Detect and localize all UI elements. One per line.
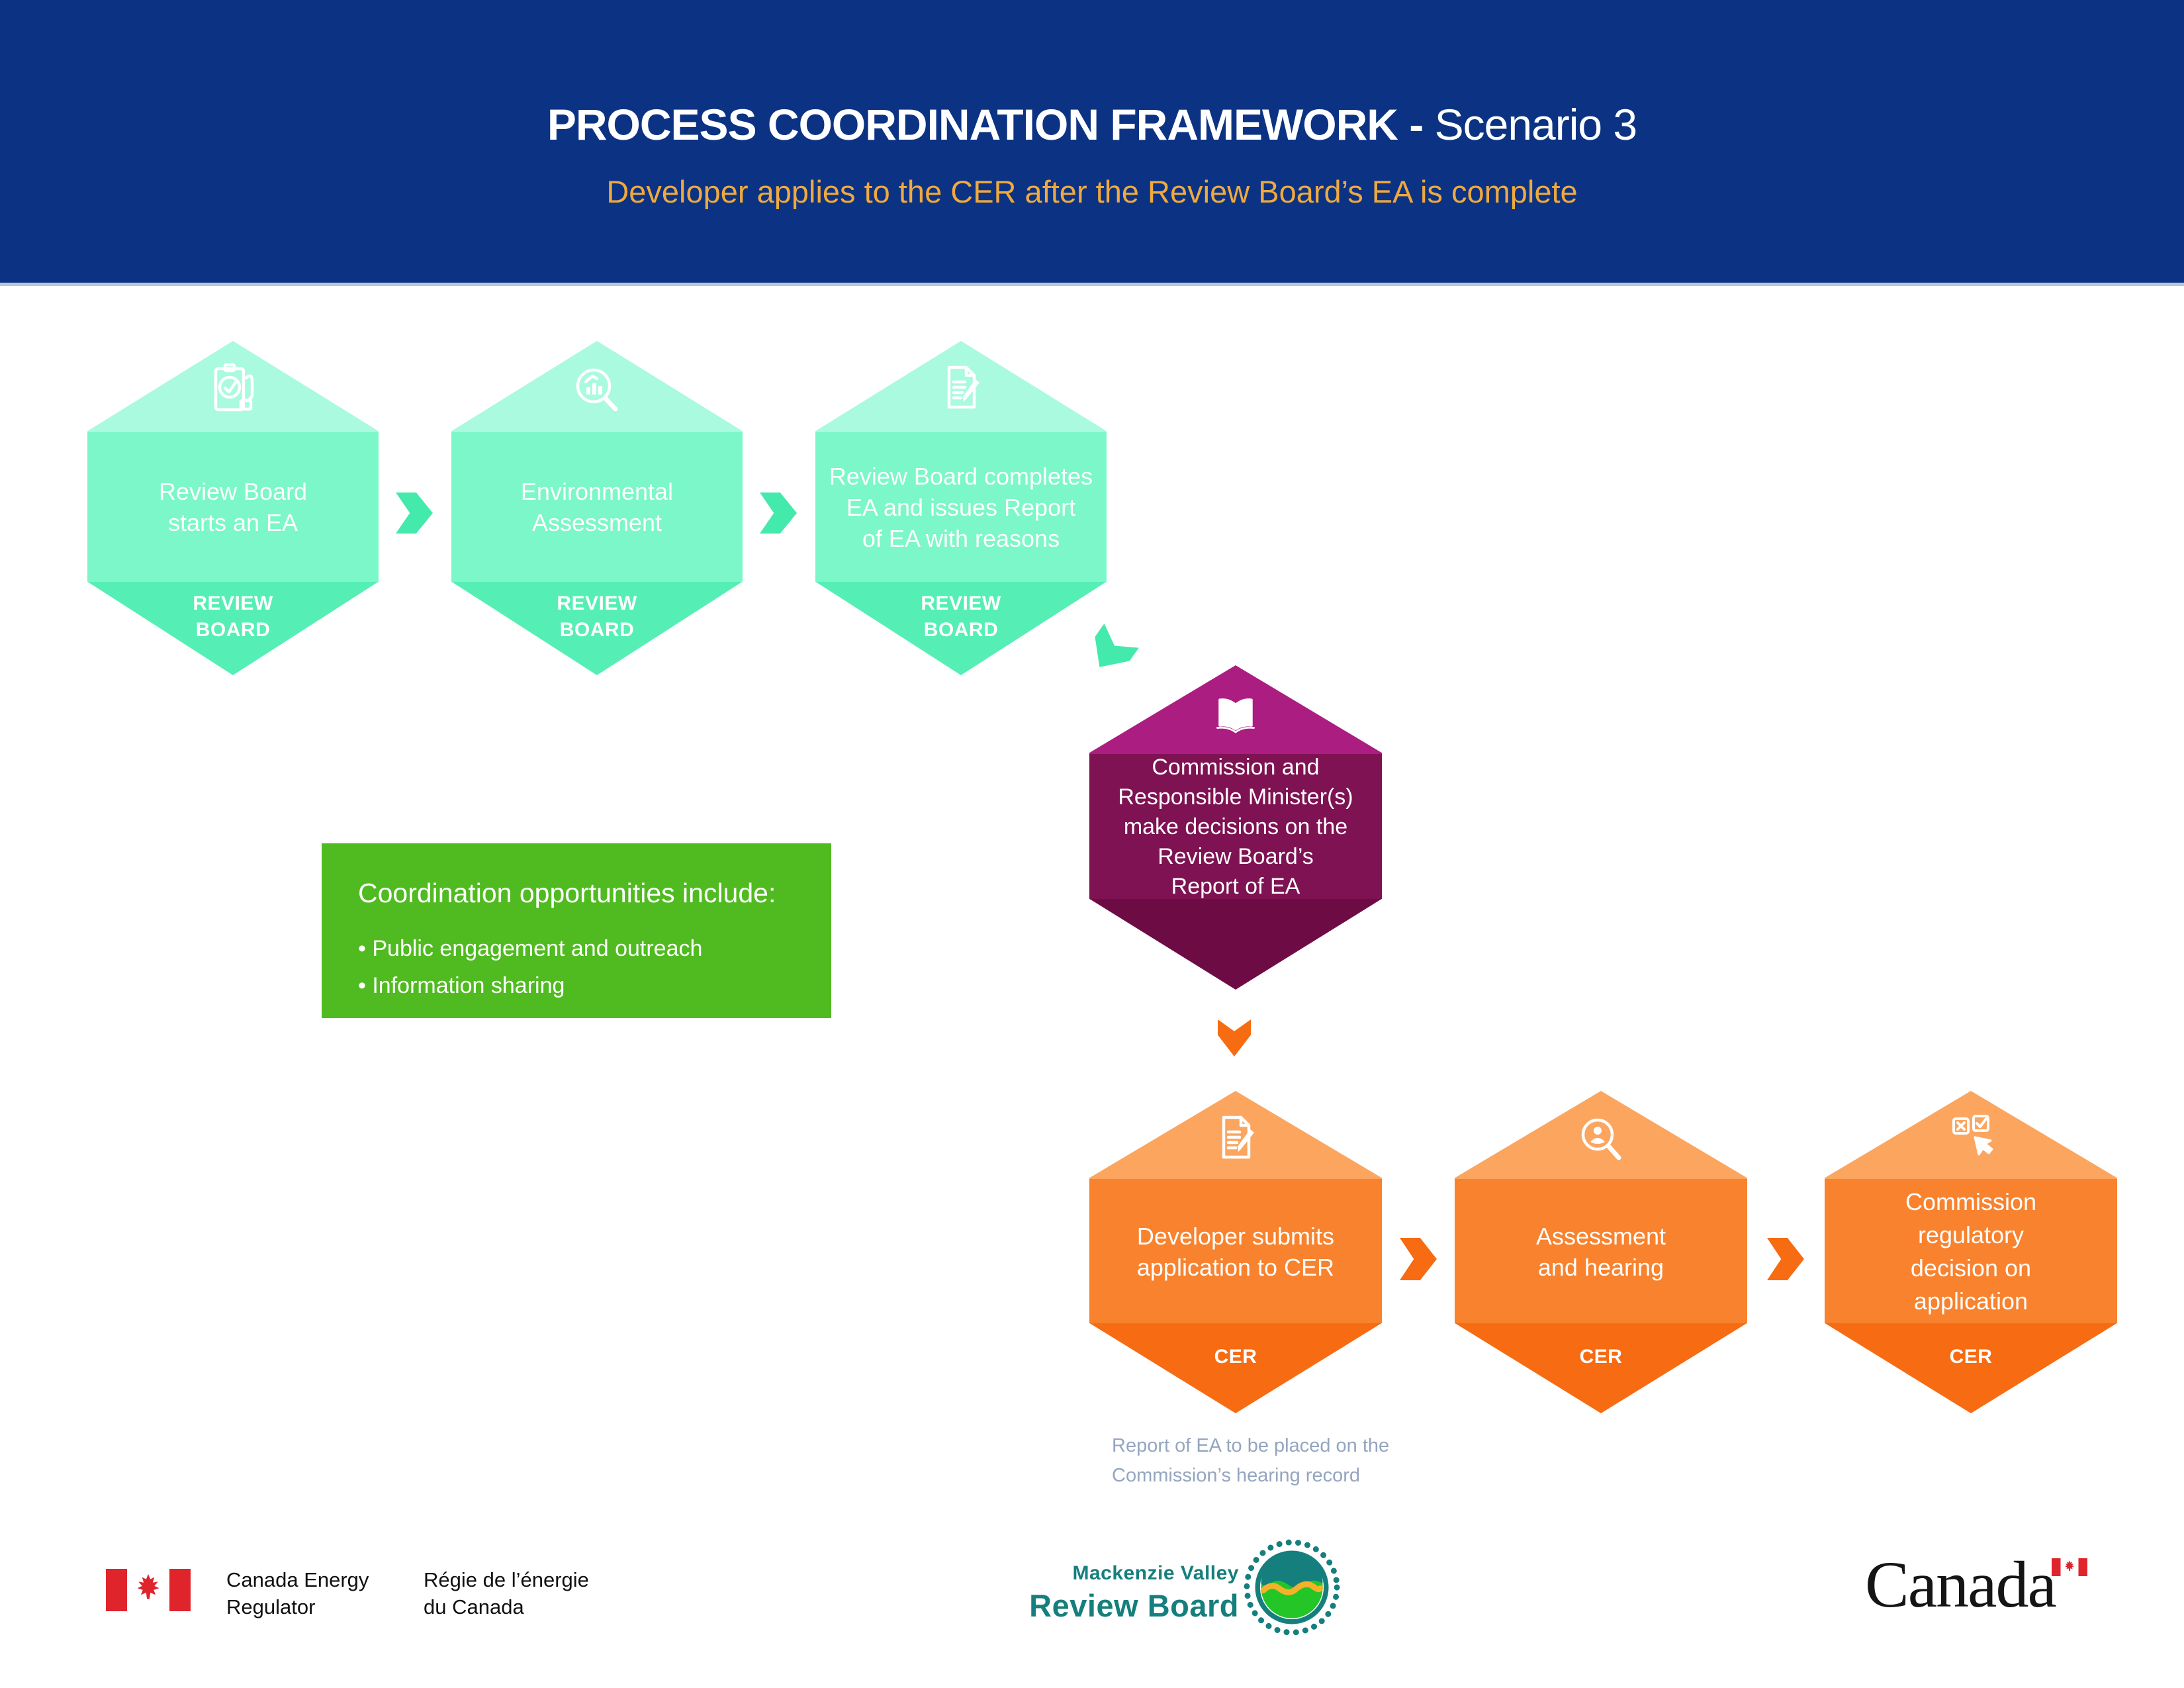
hexagon-band-mid — [1825, 1179, 2117, 1324]
hexagon-band-bottom — [1089, 898, 1382, 990]
flow-arrow-right-icon — [1767, 1238, 1804, 1280]
flow-arrow-right-icon — [1400, 1238, 1437, 1280]
step-organization: CER — [1214, 1345, 1257, 1368]
mvrb-logo-icon — [1244, 1539, 1340, 1636]
mvrb-logo-text-top: Mackenzie Valley — [1072, 1562, 1239, 1584]
page-title-scenario: Scenario 3 — [1434, 100, 1638, 149]
mvrb-logo-text-bottom: Review Board — [1029, 1588, 1239, 1623]
canada-wordmark: Canada — [1865, 1548, 2057, 1621]
document-pencil-icon — [947, 365, 979, 409]
mvrb-logo-text: Mackenzie Valley Review Board — [927, 1562, 1239, 1624]
flow-arrow-right-icon — [760, 492, 797, 534]
magnifier-person-icon — [1581, 1118, 1621, 1160]
clipboard-check-hand-icon — [214, 363, 254, 412]
page-title: PROCESS COORDINATION FRAMEWORK - Scenari… — [0, 99, 2184, 150]
hexagon-band-mid — [1455, 1179, 1747, 1324]
canada-flag-icon — [106, 1569, 191, 1611]
document-pencil-icon — [1222, 1115, 1254, 1159]
coordination-opportunities-box: Coordination opportunities include: Publ… — [322, 843, 831, 1018]
hexagon-band-mid — [87, 432, 379, 583]
header-banner: PROCESS COORDINATION FRAMEWORK - Scenari… — [0, 0, 2184, 286]
hexagon-band-mid — [815, 432, 1107, 583]
page-subtitle: Developer applies to the CER after the R… — [606, 174, 1578, 209]
page-title-bold: PROCESS COORDINATION FRAMEWORK - — [547, 100, 1435, 149]
step-organization: CER — [1949, 1345, 1993, 1368]
flow-chevron-down-icon — [1218, 1019, 1251, 1056]
flow-arrow-right-icon — [396, 492, 433, 534]
checkbox-hand-icon — [1952, 1115, 1993, 1156]
open-book-icon — [1216, 698, 1255, 733]
coordination-box-bullets: Public engagement and outreachInformatio… — [358, 930, 798, 1004]
coordination-box-title: Coordination opportunities include: — [358, 878, 776, 908]
hexagon-band-mid — [1089, 754, 1382, 900]
hexagon-band-mid — [451, 432, 743, 583]
canada-flag-icon — [2052, 1558, 2087, 1576]
magnifier-chart-icon — [576, 368, 618, 412]
step-organization: CER — [1579, 1345, 1623, 1368]
hexagon-band-mid — [1089, 1179, 1382, 1324]
